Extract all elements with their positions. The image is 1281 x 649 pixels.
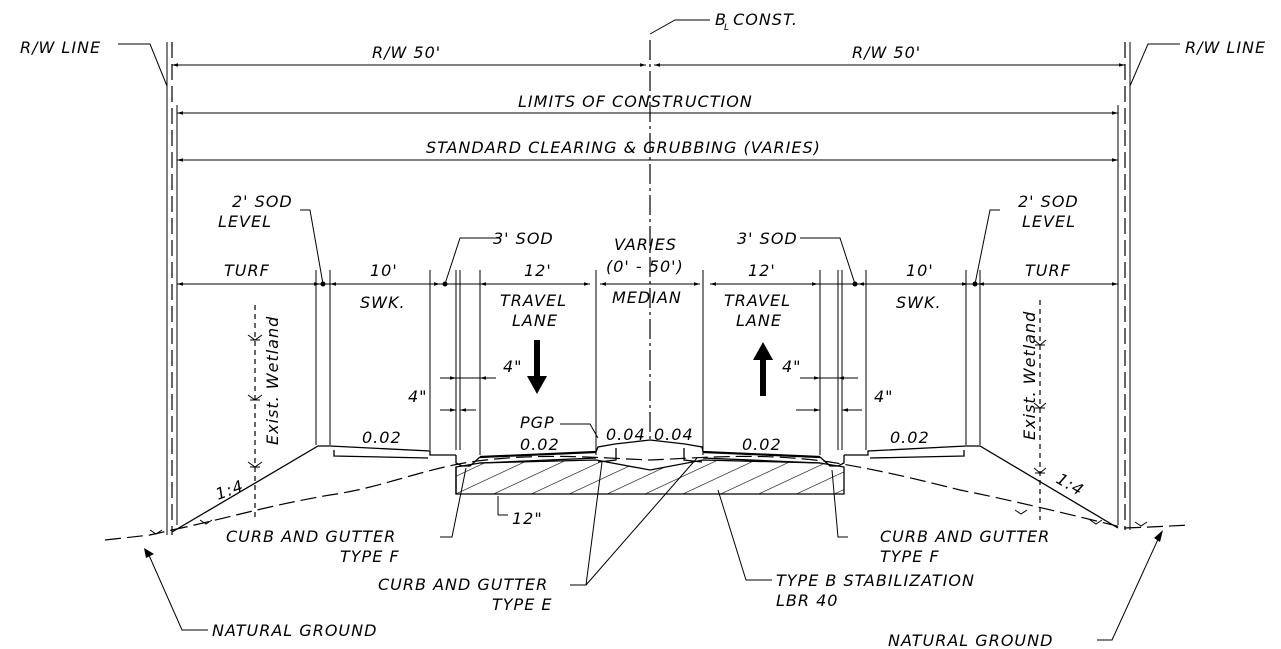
limits-label: LIMITS OF CONSTRUCTION [518,92,753,111]
slope-lane-right: 0.02 [742,435,782,454]
lane-right-line2: LANE [736,311,782,330]
swk-right-width: 10' [906,261,934,280]
swk-left-width: 10' [370,261,398,280]
rw-right-label: R/W 50' [852,43,921,62]
four-inch-c: 4" [782,357,802,376]
rw-line-right [1124,42,1180,530]
direction-arrow-up [753,342,773,396]
wetland-right-label: Exist. Wetland [1020,311,1039,440]
lane-right-surface [702,450,821,459]
extension-lines [315,270,981,455]
sod-right-line2: LEVEL [1022,212,1076,231]
slope-median-left: 0.04 [606,425,646,444]
natural-ground-left-label: NATURAL GROUND [212,621,377,640]
sidewalk-right [844,445,967,456]
swk-right-label: SWK. [896,293,942,312]
wetland-left-label: Exist. Wetland [263,316,282,445]
lane-left-line2: LANE [512,311,558,330]
cg-f-left-line1: CURB AND GUTTER [226,527,396,546]
median-curb [595,439,704,453]
sod-right-line1: 2' SOD [1018,192,1079,211]
four-inch-d: 4" [874,387,894,406]
median-label: MEDIAN [612,288,682,307]
four-inch-dims [440,376,862,412]
cg-f-right-line2: TYPE F [880,547,940,566]
turf-left-label: TURF [224,261,270,280]
rw-line-right-label: R/W LINE [1185,38,1266,57]
sod3-right-label: 3' SOD [737,229,798,248]
median-inner [597,448,617,463]
section-left-slope [171,445,330,533]
sod-left-line2: LEVEL [218,212,272,231]
baseline-label-sub: L [724,23,730,33]
median-inner-r [683,448,703,463]
natural-ground-right-label: NATURAL GROUND [888,631,1053,649]
four-inch-a: 4" [503,357,523,376]
section-right-slope [966,445,1119,529]
lane-left-width: 12' [524,261,552,280]
median-width-label: VARIES [614,235,677,254]
slope-swk-left: 0.02 [362,428,402,447]
stabilization-layer [455,459,845,495]
rw-left-label: R/W 50' [372,43,441,62]
sod-leaders [300,209,1000,287]
natural-ground-left [104,529,173,541]
lane-right-line1: TRAVEL [724,291,791,310]
twelve-inch-dim [497,496,508,516]
marsh-symbols [149,334,1148,535]
lane-right-width: 12' [748,261,776,280]
baseline-label: B CONST. [715,10,798,29]
rw-line-left [118,42,173,535]
cg-f-left-line2: TYPE F [340,547,400,566]
slope-median-right: 0.04 [654,425,694,444]
lane-left-surface [479,450,597,459]
side-slope-right: 1:4 [1053,469,1087,500]
stabilization-line2: LBR 40 [776,591,838,610]
lane-left-line1: TRAVEL [500,291,567,310]
slope-swk-right: 0.02 [890,428,930,447]
sidewalk-left-base [333,450,429,459]
sidewalk-right-base [869,450,965,459]
sod-left-line1: 2' SOD [232,192,293,211]
cg-e-line1: CURB AND GUTTER [378,575,548,594]
side-slope-left: 1:4 [213,476,247,504]
twelve-inch-label: 12" [512,509,543,528]
cg-e-line2: TYPE E [492,595,553,614]
callout-leaders [147,423,1161,641]
sod3-left-label: 3' SOD [493,229,554,248]
rw-line-left-label: R/W LINE [20,38,101,57]
natural-ground-right [1124,524,1191,529]
slope-lane-left: 0.02 [520,435,560,454]
sidewalk-left [329,445,456,456]
pgp-label: PGP [520,413,555,432]
clearing-label: STANDARD CLEARING & GRUBBING (VARIES) [426,138,821,157]
ng-left-arrowhead [144,548,154,558]
turf-right-label: TURF [1025,261,1071,280]
baseline-leader [649,19,710,35]
median-range-label: (0' - 50') [606,257,684,276]
direction-arrow-down [527,340,547,394]
cg-f-right-line1: CURB AND GUTTER [880,527,1050,546]
four-inch-b: 4" [408,387,428,406]
existing-ground [171,455,1126,531]
ng-right-arrowhead [1154,530,1163,542]
swk-left-label: SWK. [360,293,406,312]
stabilization-line1: TYPE B STABILIZATION [776,571,975,590]
